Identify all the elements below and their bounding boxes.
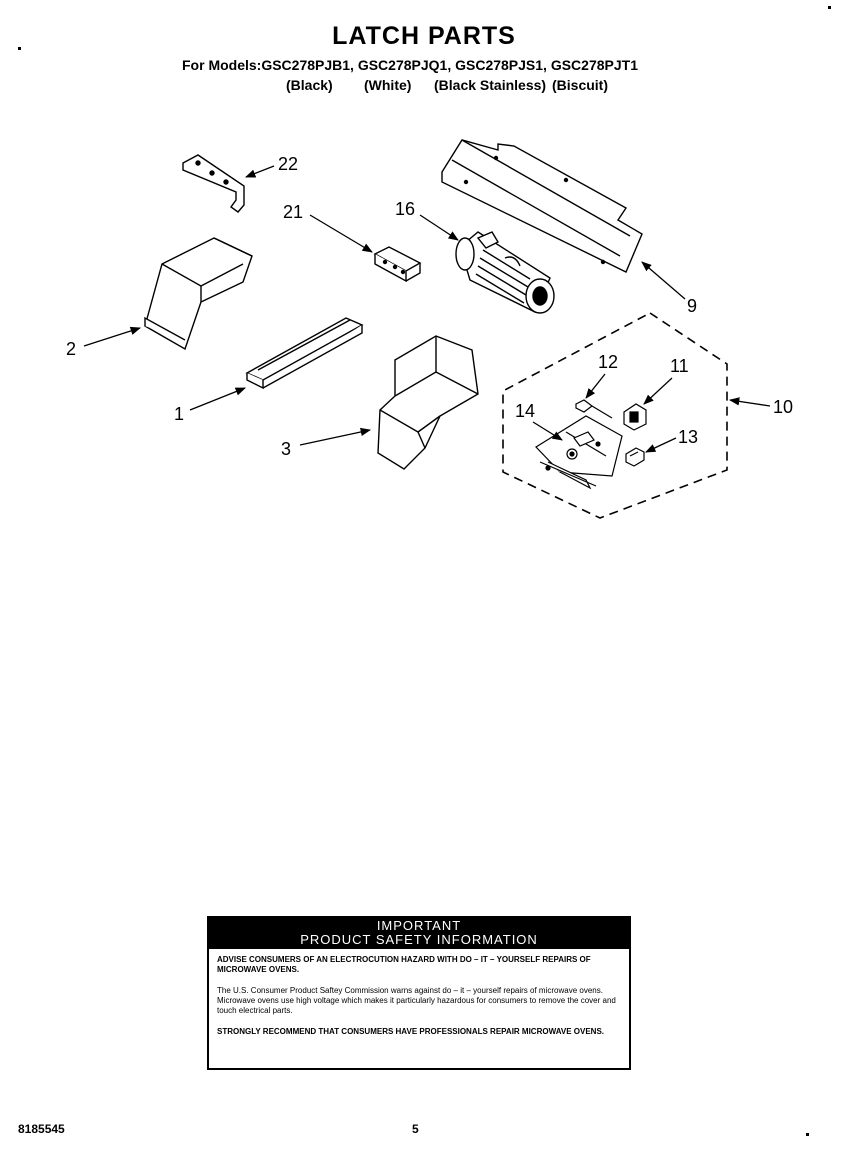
leader-14 (532, 421, 563, 441)
corner-mark-top-right (828, 6, 831, 9)
part-9-duct (441, 139, 643, 273)
part-22-bracket (182, 154, 245, 213)
leader-16 (419, 214, 459, 241)
color-white: (White) (364, 77, 412, 93)
safety-notice-heading-line2: PRODUCT SAFETY INFORMATION (300, 932, 538, 947)
safety-notice-box: IMPORTANT PRODUCT SAFETY INFORMATION ADV… (207, 916, 631, 1070)
leader-1 (189, 387, 246, 411)
leader-10 (728, 397, 771, 407)
part-3-cover (377, 335, 479, 470)
part-10-latch-plate (535, 415, 623, 490)
safety-notice-warning: The U.S. Consumer Product Saftey Commiss… (217, 986, 616, 1015)
color-black: (Black) (286, 77, 333, 93)
models-line: For Models:GSC278PJB1, GSC278PJQ1, GSC27… (182, 57, 638, 73)
leader-3 (299, 427, 372, 446)
part-16-fan (455, 231, 555, 314)
corner-mark-bottom-right (806, 1133, 809, 1136)
color-black-stainless: (Black Stainless) (434, 77, 547, 93)
leader-21 (309, 214, 373, 253)
page-title: LATCH PARTS (332, 22, 516, 50)
leader-13 (645, 437, 677, 453)
callout-11: 11 (670, 356, 689, 376)
part-21-block (373, 246, 422, 283)
part-12-switch (575, 399, 613, 419)
safety-notice-recommend: STRONGLY RECOMMEND THAT CONSUMERS HAVE P… (217, 1027, 604, 1036)
safety-notice-body: ADVISE CONSUMERS OF AN ELECTROCUTION HAZ… (209, 949, 629, 1054)
callout-21: 21 (283, 202, 303, 222)
callout-22: 22 (278, 154, 298, 174)
safety-notice-heading-line1: IMPORTANT (376, 918, 462, 933)
callout-9: 9 (687, 296, 697, 316)
color-biscuit: (Biscuit) (552, 77, 608, 93)
callout-2: 2 (66, 339, 76, 359)
parts-diagram: 22 21 16 9 2 1 3 12 11 14 13 10 (66, 139, 793, 519)
callout-12: 12 (598, 352, 618, 372)
part-10-assembly-boundary (502, 312, 728, 519)
callout-10: 10 (773, 397, 793, 417)
callout-1: 1 (174, 404, 184, 424)
callout-14: 14 (515, 401, 535, 421)
leader-2 (83, 326, 141, 347)
callout-13: 13 (678, 427, 698, 447)
part-11-switch (623, 403, 647, 431)
leader-9 (641, 261, 686, 300)
leader-11 (643, 377, 673, 405)
page-number: 5 (412, 1122, 419, 1136)
leader-12 (585, 373, 606, 399)
part-1-bar (245, 317, 364, 390)
corner-mark-top-left (18, 47, 21, 50)
safety-notice-advise: ADVISE CONSUMERS OF AN ELECTROCUTION HAZ… (217, 955, 591, 974)
document-number: 8185545 (18, 1122, 65, 1136)
part-13-switch (625, 447, 645, 467)
safety-notice-heading: IMPORTANT PRODUCT SAFETY INFORMATION (209, 918, 629, 949)
leader-22 (245, 165, 275, 178)
callout-16: 16 (395, 199, 415, 219)
part-2-shroud (144, 237, 253, 351)
callout-3: 3 (281, 439, 291, 459)
